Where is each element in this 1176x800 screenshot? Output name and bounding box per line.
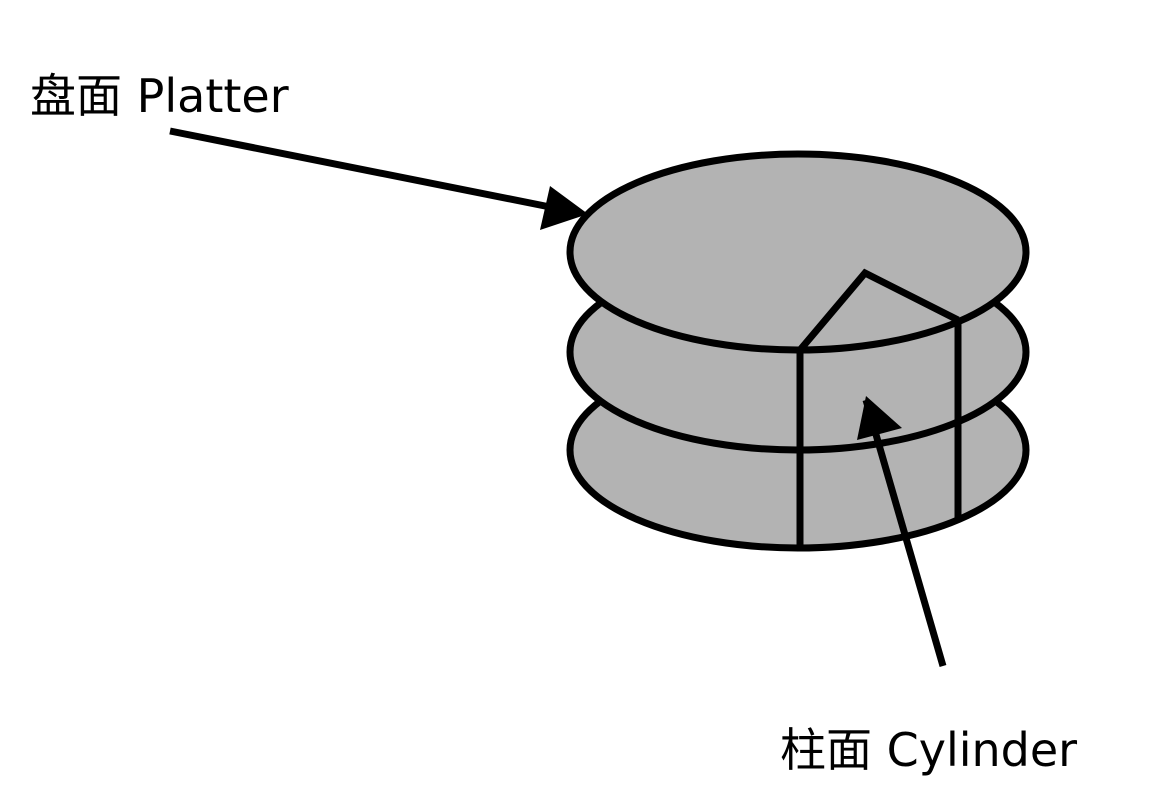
cylinder-label: 柱面 Cylinder xyxy=(780,723,1078,777)
platter-label: 盘面 Platter xyxy=(30,69,289,123)
platter-arrow xyxy=(169,127,588,230)
cylinder-slice xyxy=(796,268,962,545)
cylinder-arrow xyxy=(857,396,947,667)
cylinder-slice-top-edge xyxy=(797,268,960,353)
